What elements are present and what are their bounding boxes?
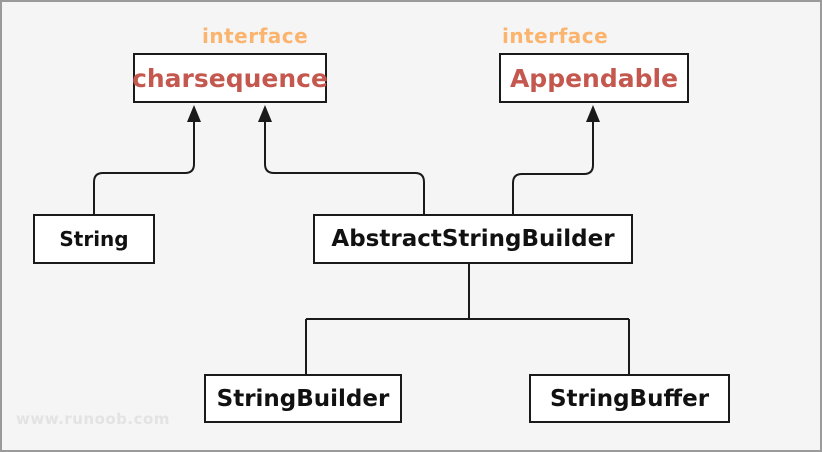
- node-string-builder: StringBuilder: [204, 374, 402, 423]
- arrowhead-asb-to-appendable: [586, 105, 600, 122]
- stereotype-label-appendable: interface: [502, 24, 609, 48]
- stereotype-label-charsequence: interface: [202, 24, 309, 48]
- node-string: String: [33, 214, 155, 264]
- edge-asb-to-appendable: [512, 121, 594, 214]
- node-charsequence-label: charsequence: [132, 63, 328, 93]
- node-abstract-string-builder: AbstractStringBuilder: [313, 214, 633, 264]
- node-abstract-string-builder-label: AbstractStringBuilder: [331, 226, 615, 252]
- arrowhead-string-to-charsequence: [187, 105, 201, 122]
- edge-asb-to-children: [305, 264, 630, 374]
- node-charsequence: charsequence: [132, 53, 328, 103]
- node-appendable-label: Appendable: [509, 63, 679, 93]
- edge-string-to-charsequence: [93, 121, 195, 214]
- node-string-buffer-label: StringBuffer: [549, 385, 710, 412]
- arrowhead-asb-to-charsequence: [258, 105, 272, 122]
- node-string-builder-label: StringBuilder: [216, 385, 390, 412]
- watermark: www.runoob.com: [16, 410, 170, 428]
- node-appendable: Appendable: [499, 53, 689, 103]
- node-string-buffer: StringBuffer: [529, 374, 730, 423]
- edge-asb-to-charsequence: [264, 121, 425, 214]
- node-string-label: String: [59, 227, 129, 251]
